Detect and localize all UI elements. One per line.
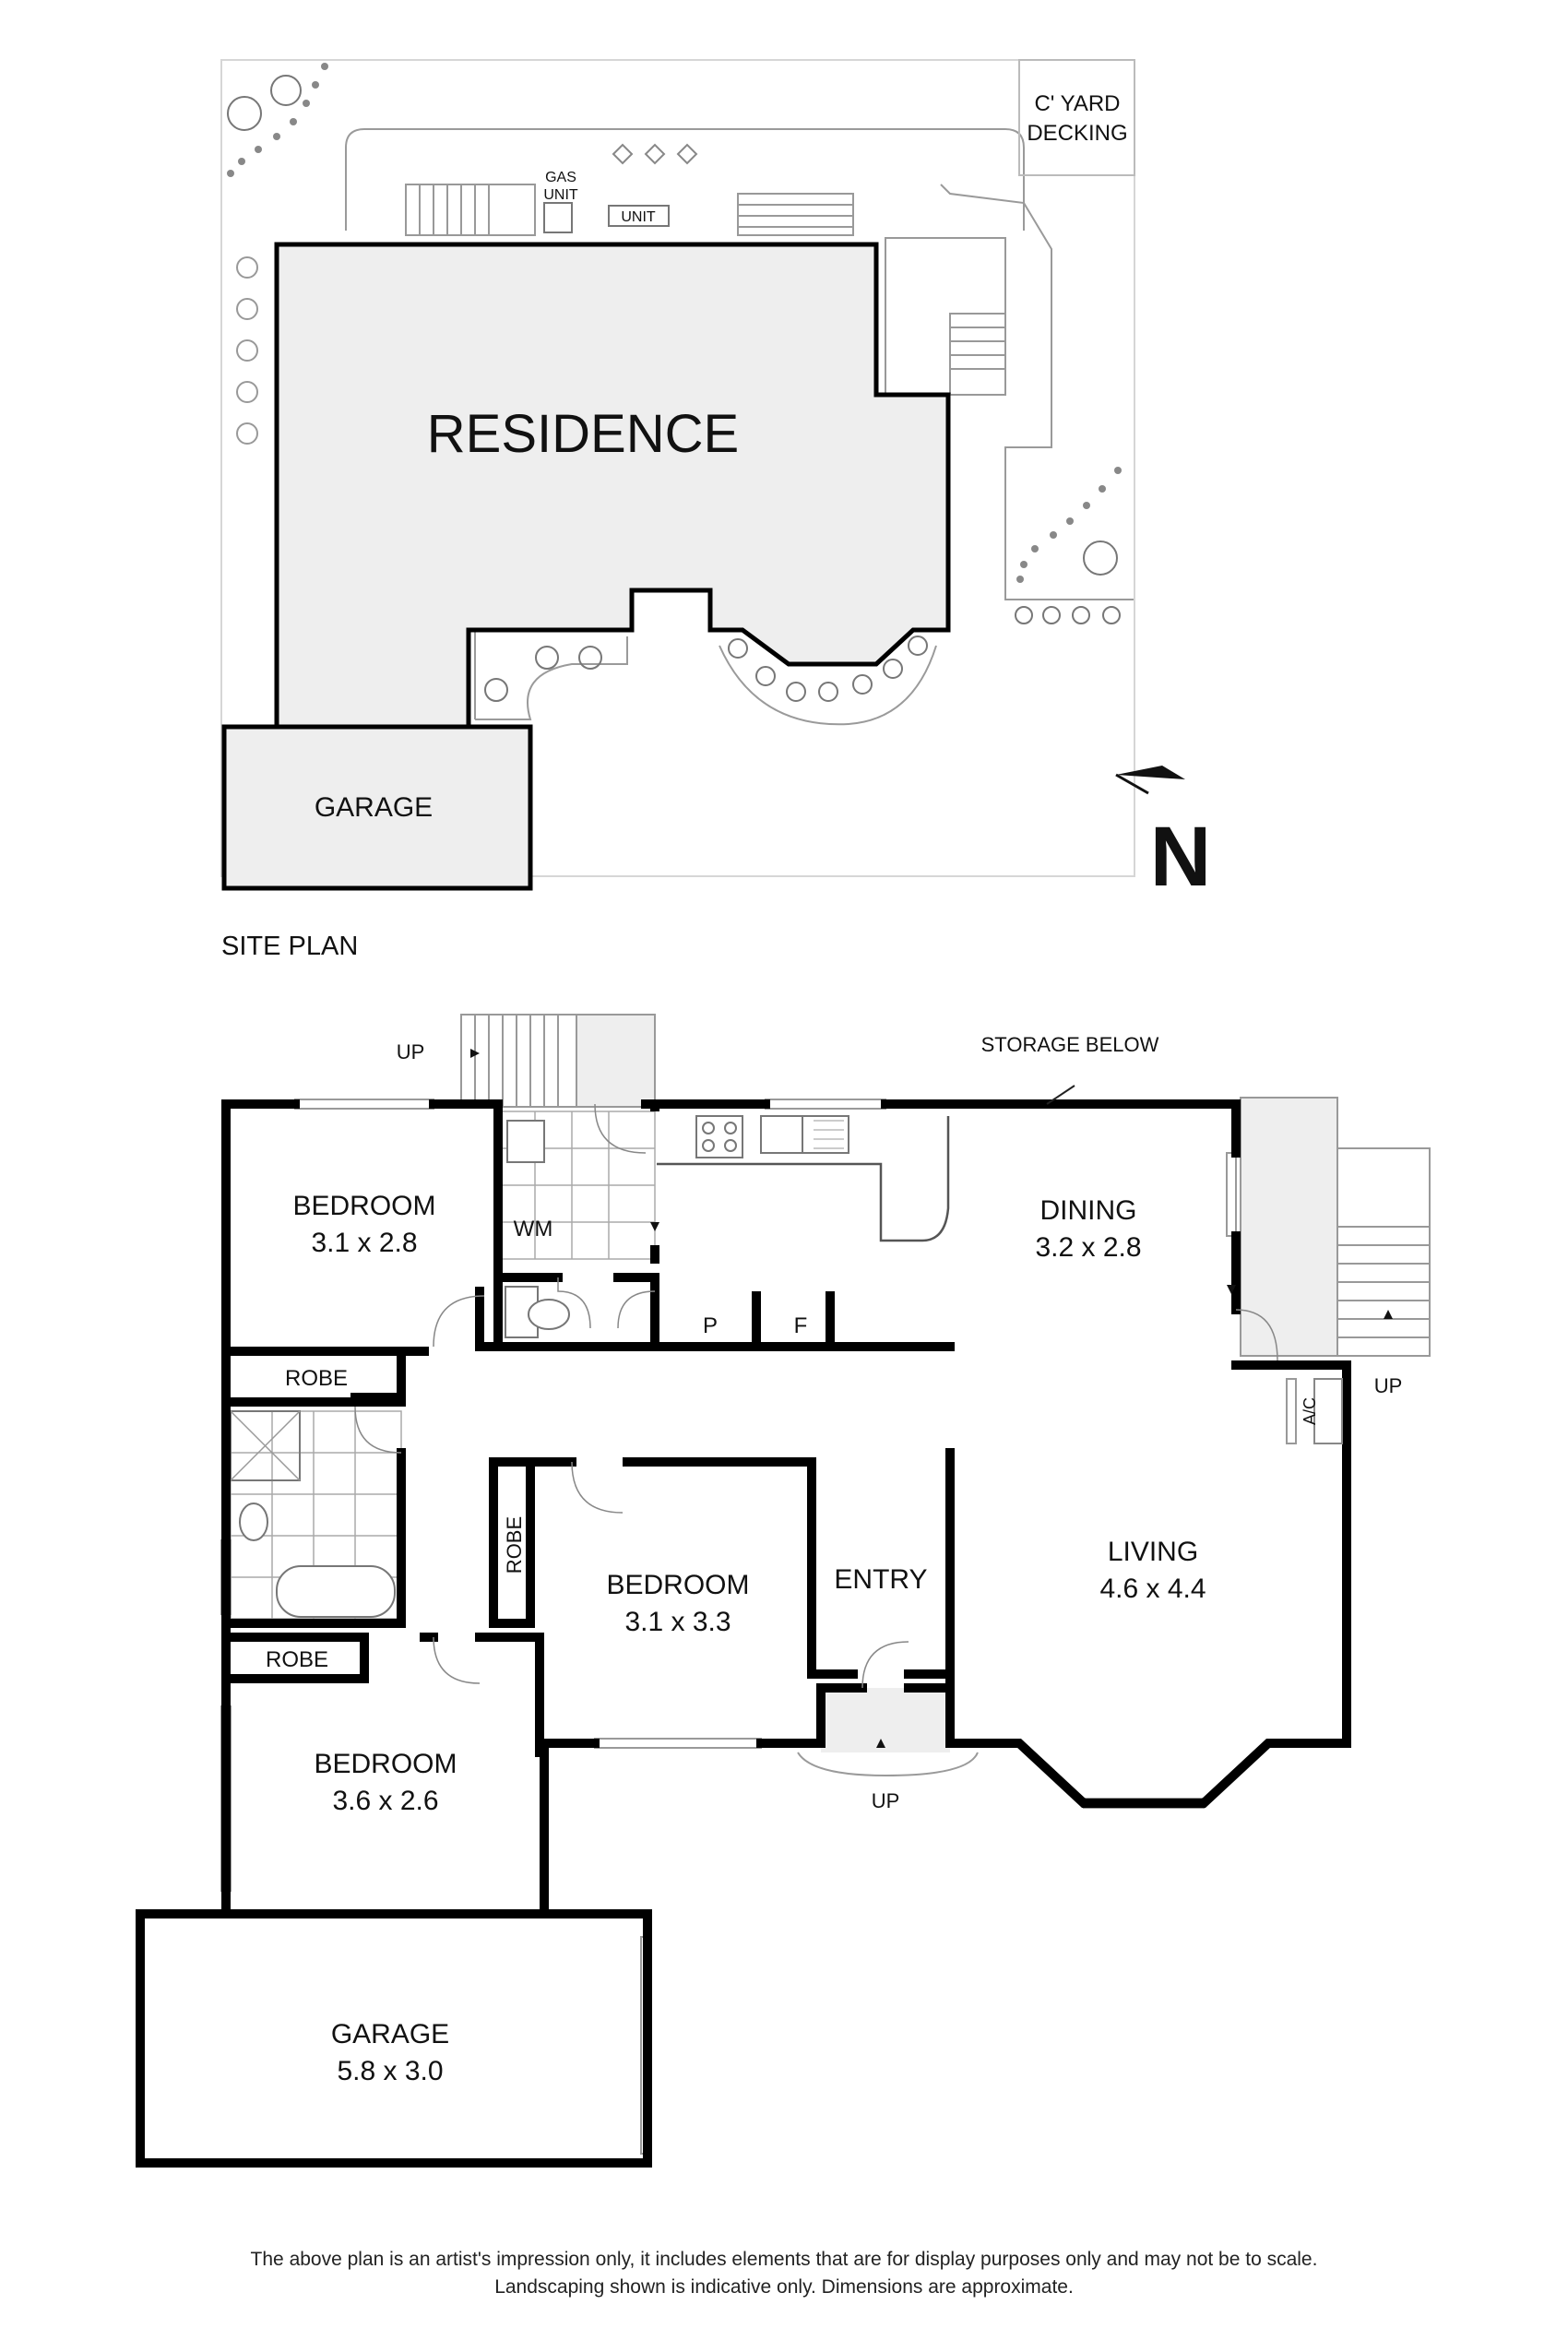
site-steps-right (885, 237, 1006, 396)
north-arrow-icon (1115, 766, 1185, 795)
wall-bathroom (221, 1397, 406, 1628)
site-garage-label: GARAGE (315, 792, 433, 823)
site-plan (220, 59, 1185, 891)
driveway-outline (345, 128, 1025, 231)
robe1-label: ROBE (285, 1366, 348, 1391)
door-swings (354, 1103, 1278, 1689)
disclaimer-line-1: The above plan is an artist's impression… (250, 2249, 1318, 2270)
up-label-entry: UP (872, 1789, 900, 1812)
cooktop-burners (702, 1122, 737, 1152)
unit-label: UNIT (621, 209, 656, 225)
storage-pointer (1046, 1085, 1075, 1105)
toilet-bowl (528, 1299, 570, 1330)
dining-name: DINING (1040, 1195, 1137, 1226)
unit-box (608, 205, 670, 227)
cooktop (695, 1115, 743, 1158)
garage-dims: 5.8 x 3.0 (337, 2056, 443, 2086)
site-steps-top (405, 184, 854, 236)
pantry-label: P (703, 1313, 718, 1338)
site-garage (221, 724, 533, 891)
bedroom2-dims: 3.1 x 3.3 (624, 1607, 731, 1637)
wall-east (641, 1099, 1351, 1808)
living-name: LIVING (1108, 1537, 1198, 1567)
right-landing (1240, 1097, 1338, 1357)
robe3-label: ROBE (266, 1647, 328, 1672)
wall-bed1-east (475, 1287, 503, 1351)
storage-below-label: STORAGE BELOW (981, 1033, 1159, 1056)
bathtub (276, 1565, 396, 1618)
wall-bed2 (489, 1457, 816, 1679)
wall-pantry-fridge (650, 1296, 955, 1351)
disclaimer-line-2: Landscaping shown is indicative only. Di… (494, 2276, 1074, 2298)
up-label-top: UP (397, 1040, 425, 1063)
wall-robe3 (221, 1633, 369, 1683)
top-landing (576, 1014, 656, 1108)
wall-north-west (221, 1099, 503, 1259)
cyard-label-line1: C' YARD (1034, 91, 1120, 116)
living-dims: 4.6 x 4.4 (1099, 1574, 1206, 1604)
bedroom1-name: BEDROOM (292, 1191, 435, 1221)
floor-plan-labels: UP STORAGE BELOW UP UP BEDROOM 3.1 x 2.8… (266, 1033, 1402, 2086)
wall-entry-east (904, 1448, 955, 1693)
residence-label: RESIDENCE (427, 404, 739, 464)
basin (239, 1503, 268, 1541)
wall-wc-top (493, 1099, 659, 1282)
site-plan-title: SITE PLAN (221, 932, 358, 961)
wall-bed3-north (420, 1633, 544, 1757)
floor-plan (136, 1014, 1431, 2168)
ac-label: A/C (1301, 1397, 1319, 1425)
gas-unit-label-line2: UNIT (543, 187, 578, 203)
right-stairs (1336, 1147, 1431, 1357)
robe2-label: ROBE (503, 1516, 526, 1574)
bedroom1-dims: 3.1 x 2.8 (311, 1228, 417, 1258)
garage-name: GARAGE (331, 2019, 449, 2049)
dining-dims: 3.2 x 2.8 (1035, 1232, 1141, 1263)
kitchen-sink (760, 1115, 849, 1154)
diamond-markers (612, 143, 698, 165)
bedroom3-dims: 3.6 x 2.6 (332, 1786, 438, 1816)
entry-name: ENTRY (834, 1564, 927, 1595)
shower-drain (230, 1410, 301, 1481)
cyard-decking (1018, 59, 1135, 176)
laundry-tub (506, 1120, 545, 1163)
front-shrubs (484, 636, 928, 702)
fridge-label: F (794, 1313, 808, 1338)
wall-pf-dividers (752, 1291, 835, 1351)
garage-walls (136, 1909, 652, 2168)
gas-unit-box (543, 202, 573, 233)
site-outline (220, 59, 1135, 877)
front-garden-bed (474, 632, 937, 726)
residence-footprint (274, 242, 951, 731)
kitchen-bench (657, 1116, 950, 1242)
disclaimer: The above plan is an artist's impression… (0, 2246, 1568, 2301)
entry-landing (821, 1688, 950, 1752)
cyard-label-line2: DECKING (1027, 121, 1127, 146)
north-label: N (1150, 810, 1211, 904)
hedge-circles (236, 256, 258, 445)
entry-step (797, 1752, 979, 1777)
bedroom2-name: BEDROOM (606, 1570, 749, 1600)
ac-unit (1313, 1378, 1343, 1444)
shrubs-top-left (227, 63, 328, 177)
gas-unit-label-line1: GAS (545, 170, 576, 185)
top-stairs (460, 1014, 577, 1108)
shrubs-right (1015, 467, 1122, 624)
bedroom3-name: BEDROOM (314, 1749, 457, 1779)
wm-label: WM (514, 1217, 553, 1241)
up-label-right: UP (1374, 1374, 1403, 1397)
